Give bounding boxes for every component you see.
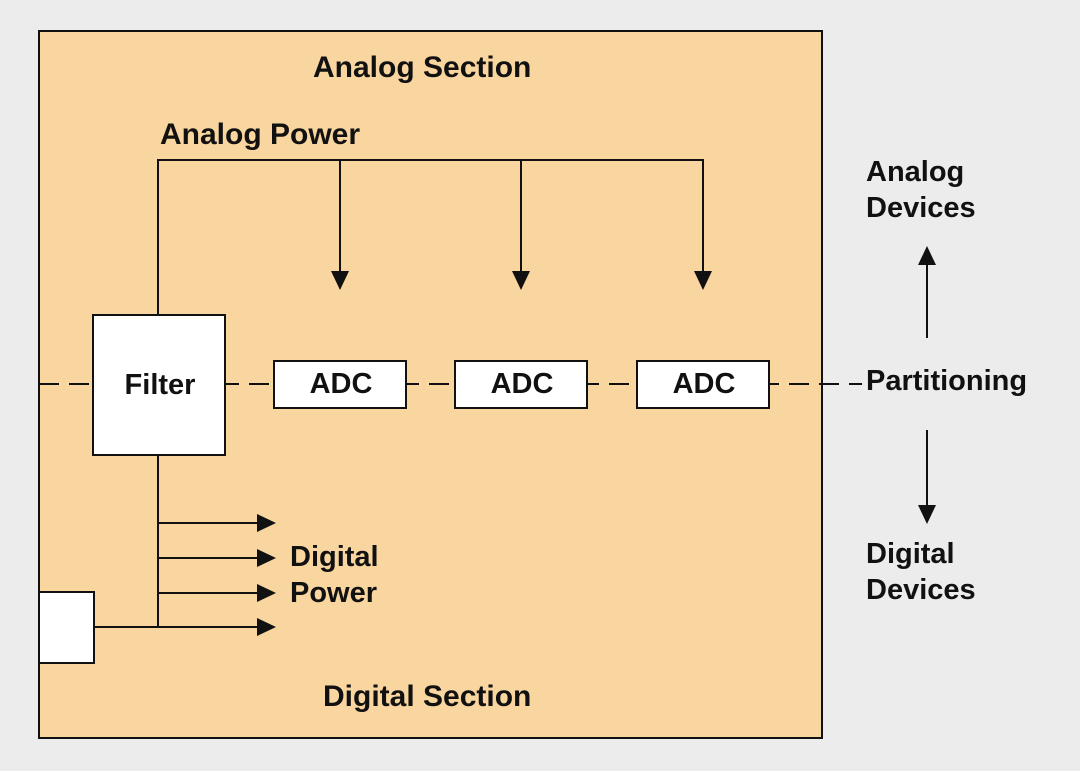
digital-power-arrowhead-4 bbox=[257, 618, 276, 636]
adc-block-3 bbox=[636, 360, 770, 409]
digital-devices-label-line1: Digital bbox=[866, 538, 955, 570]
digital-power-label-line1: Digital bbox=[290, 541, 379, 573]
adc-block-1 bbox=[273, 360, 407, 409]
filter-block bbox=[92, 314, 226, 456]
power-input-block bbox=[38, 591, 95, 664]
analog-power-arrowhead-1 bbox=[331, 271, 349, 290]
analog-devices-label-line1: Analog bbox=[866, 156, 965, 188]
digital-power-label-line2: Power bbox=[290, 577, 378, 609]
adc-label-1: ADC bbox=[309, 368, 373, 400]
partitioning-label: Partitioning bbox=[866, 365, 1028, 397]
adc-label-2: ADC bbox=[490, 368, 554, 400]
adc-block-2 bbox=[454, 360, 588, 409]
analog-power-bus bbox=[157, 159, 704, 315]
up-arrowhead bbox=[918, 246, 936, 265]
analog-power-arrowhead-2 bbox=[512, 271, 530, 290]
analog-section-title: Analog Section bbox=[313, 51, 532, 84]
digital-power-arrowhead-1 bbox=[257, 514, 276, 532]
adc-label-3: ADC bbox=[672, 368, 736, 400]
analog-devices-label: Analog Devices bbox=[866, 158, 976, 223]
analog-power-arrowhead-3 bbox=[694, 271, 712, 290]
digital-power-arrowhead-2 bbox=[257, 549, 276, 567]
digital-section-title: Digital Section bbox=[323, 680, 532, 713]
analog-devices-label-line2: Devices bbox=[866, 192, 976, 224]
digital-power-arrowhead-3 bbox=[257, 584, 276, 602]
down-arrowhead bbox=[918, 505, 936, 524]
analog-power-label: Analog Power bbox=[160, 118, 361, 151]
digital-devices-label: Digital Devices bbox=[866, 540, 976, 605]
digital-power-label: Digital Power bbox=[290, 543, 379, 608]
filter-label: Filter bbox=[124, 369, 196, 401]
digital-devices-label-line2: Devices bbox=[866, 574, 976, 606]
